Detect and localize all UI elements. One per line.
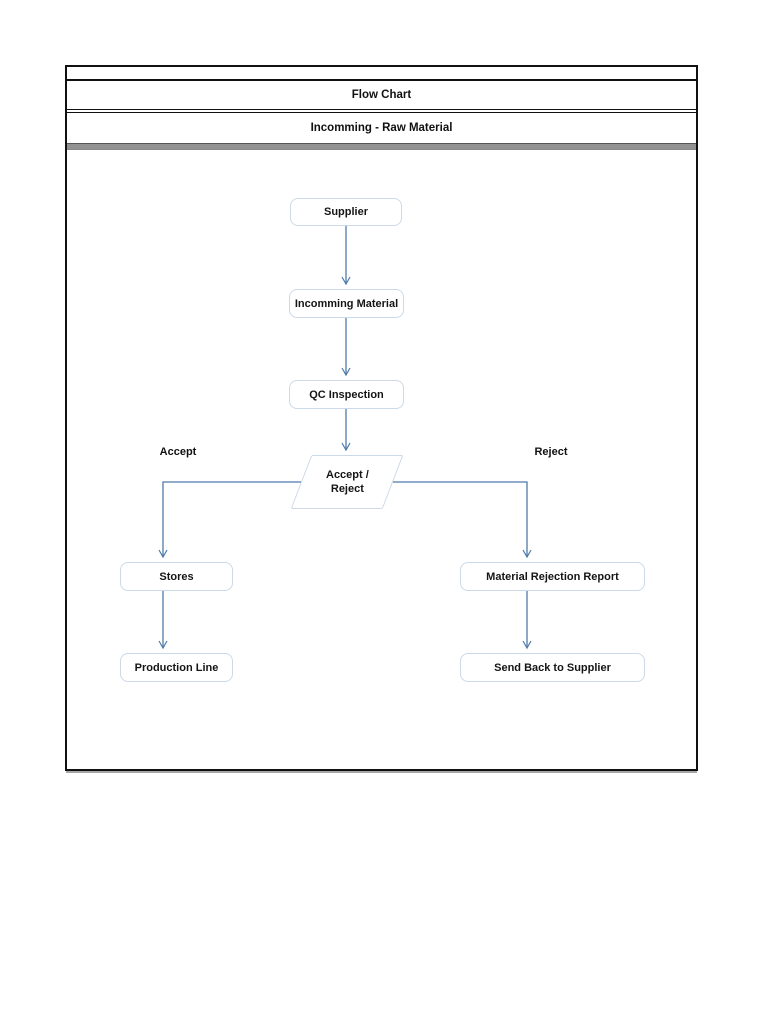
node-qc-inspection-label: QC Inspection (309, 388, 384, 401)
edge-label-accept: Accept (159, 446, 197, 458)
decision-line-2: Reject (330, 483, 364, 495)
node-stores-label: Stores (159, 570, 194, 583)
node-production-line: Production Line (120, 653, 233, 682)
flowchart-connectors (158, 226, 532, 650)
node-supplier: Supplier (290, 198, 402, 226)
flowchart-canvas: Supplier Incomming Material QC Inspectio… (67, 150, 696, 769)
node-send-back-to-supplier-label: Send Back to Supplier (494, 661, 611, 674)
node-qc-inspection: QC Inspection (289, 380, 404, 409)
node-incoming-material-label: Incomming Material (294, 297, 399, 310)
edge-decision-to-stores (158, 481, 301, 559)
node-material-rejection-report-label: Material Rejection Report (486, 570, 619, 583)
header-empty-band (67, 67, 696, 81)
node-incoming-material: Incomming Material (289, 289, 404, 318)
node-production-line-label: Production Line (134, 661, 219, 674)
node-send-back-to-supplier: Send Back to Supplier (460, 653, 645, 682)
node-material-rejection-report: Material Rejection Report (460, 562, 645, 591)
node-accept-reject-label: Accept / Reject (326, 468, 369, 496)
node-supplier-label: Supplier (323, 206, 368, 218)
page-title: Flow Chart (67, 81, 696, 113)
document-sheet: Flow Chart Incomming - Raw Material (65, 65, 698, 771)
decision-line-1: Accept / (325, 469, 369, 481)
node-stores: Stores (120, 562, 233, 591)
page-subtitle: Incomming - Raw Material (310, 122, 453, 134)
edge-decision-to-mrr (393, 481, 532, 559)
edge-label-reject: Reject (534, 446, 568, 458)
header-separator (67, 143, 696, 150)
